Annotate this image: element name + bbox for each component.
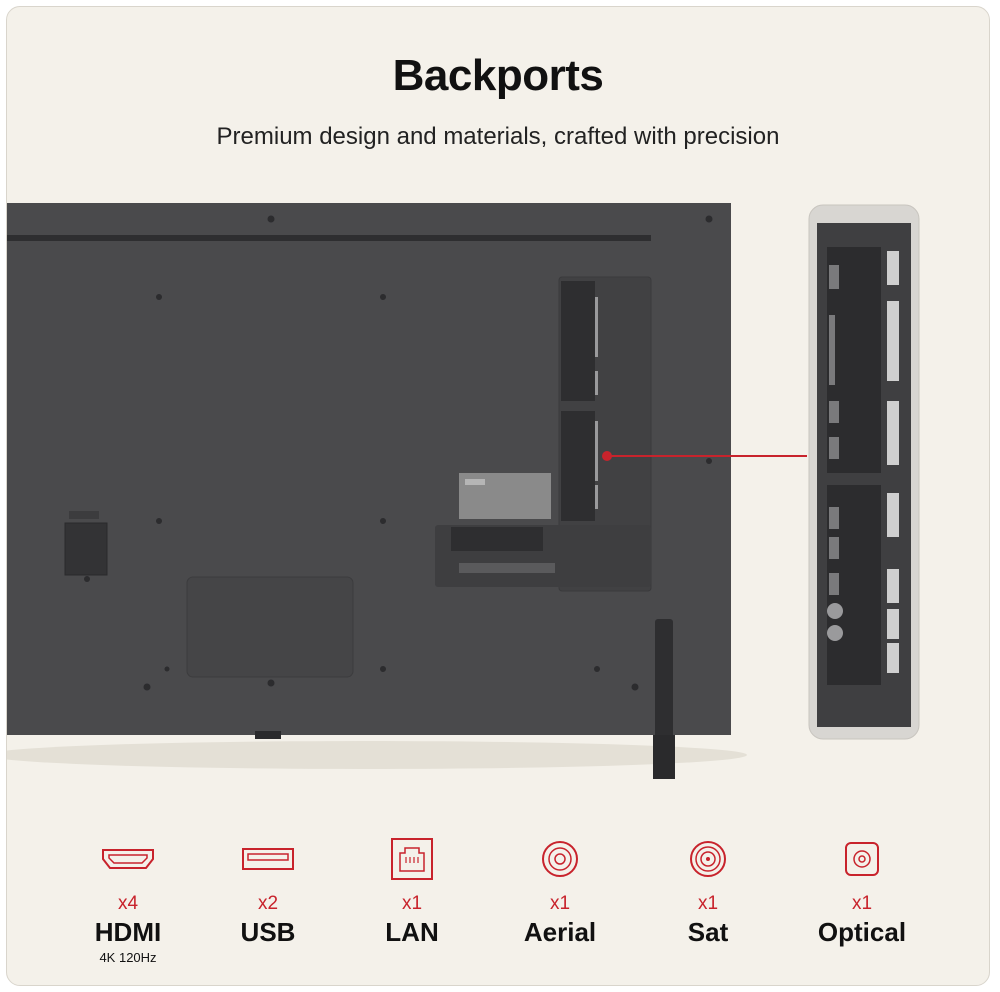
usb-label: USB <box>240 917 296 947</box>
port-lan: x1 LAN <box>337 837 487 948</box>
ports-legend: x4 HDMI 4K 120Hz x2 USB x1 LAN x1 Aerial <box>7 837 989 977</box>
product-card: Backports Premium design and materials, … <box>6 6 990 986</box>
aerial-count: x1 <box>549 893 571 914</box>
port-optical: x1 Optical <box>787 837 937 948</box>
floor-shadow <box>7 741 747 769</box>
sat-icon <box>633 837 783 881</box>
lan-icon <box>337 837 487 881</box>
port-sat: x1 Sat <box>633 837 783 948</box>
page-subtitle: Premium design and materials, crafted wi… <box>216 123 780 150</box>
recessed-panel <box>186 576 354 678</box>
aerial-icon <box>485 837 635 881</box>
usb-icon <box>193 837 343 881</box>
sat-count: x1 <box>697 893 719 914</box>
optical-icon <box>787 837 937 881</box>
port-aerial: x1 Aerial <box>485 837 635 948</box>
hdmi-spec: 4K 120Hz <box>99 950 157 965</box>
optical-count: x1 <box>851 893 873 914</box>
hdmi-icon <box>53 837 203 881</box>
usb-count: x2 <box>257 893 279 914</box>
tv-back-illustration <box>7 203 920 779</box>
port-usb: x2 USB <box>193 837 343 948</box>
aerial-label: Aerial <box>523 917 597 947</box>
hdmi-label: HDMI <box>94 917 162 947</box>
lan-count: x1 <box>401 893 423 914</box>
page-title: Backports <box>392 51 604 100</box>
stand-foot <box>653 735 675 779</box>
port-hdmi: x4 HDMI 4K 120Hz <box>53 837 203 965</box>
mount-holes <box>84 215 713 691</box>
hdmi-count: x4 <box>117 893 139 914</box>
lan-label: LAN <box>385 917 439 947</box>
tv-top-groove <box>7 235 651 241</box>
stand-leg <box>655 619 673 739</box>
port-zoom-panel <box>808 204 920 740</box>
sat-label: Sat <box>687 917 729 947</box>
callout-dot <box>602 451 612 461</box>
power-inlet <box>64 522 108 576</box>
optical-label: Optical <box>817 917 907 947</box>
